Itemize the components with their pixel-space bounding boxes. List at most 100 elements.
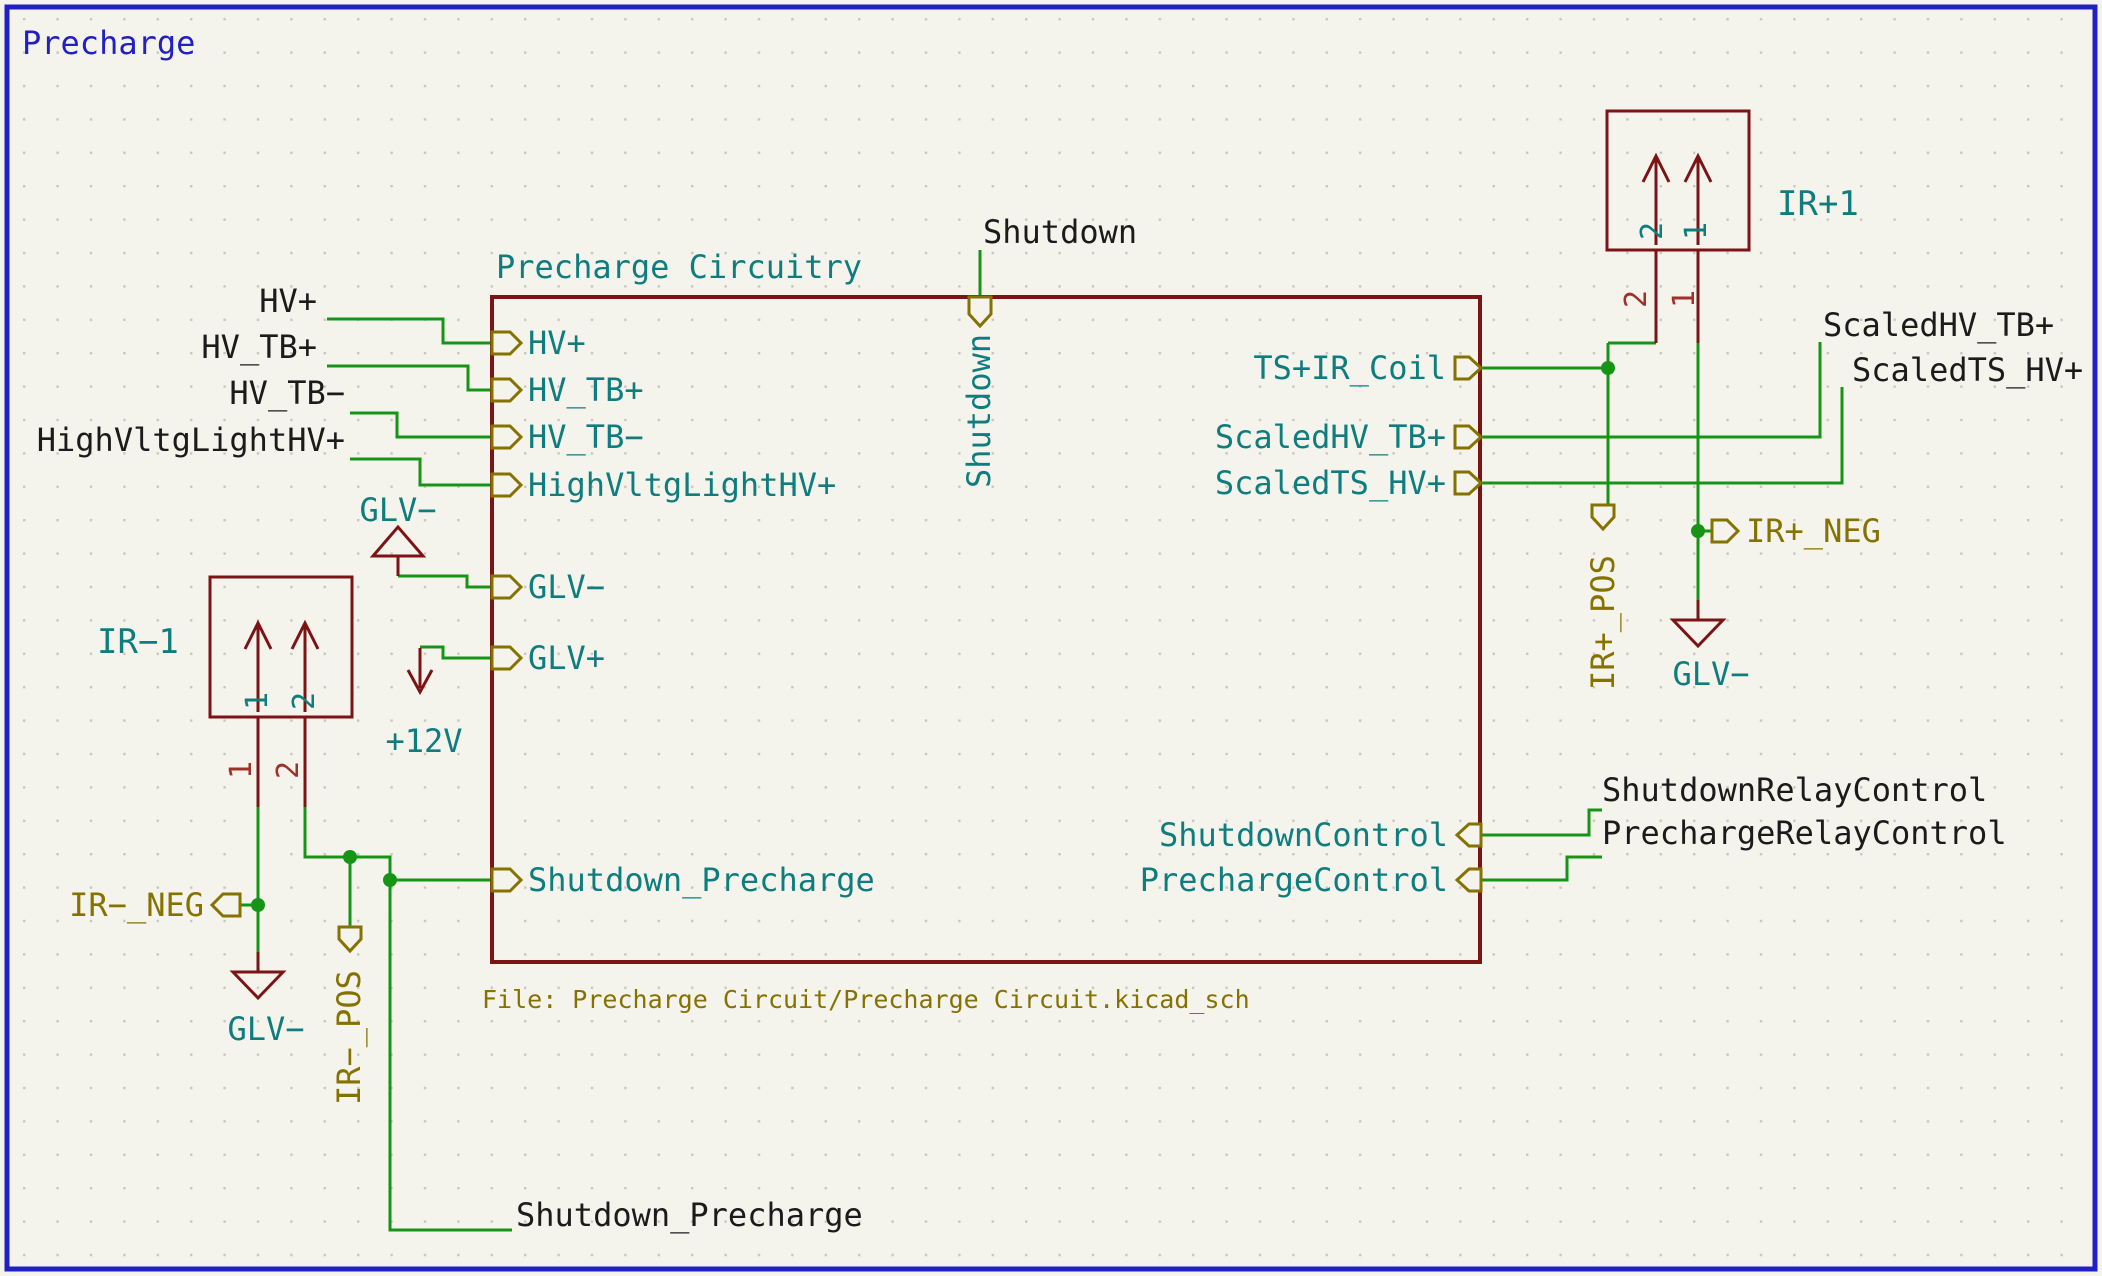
power-12v[interactable]: +12V — [385, 648, 463, 760]
net-label-precharge-relay[interactable]: PrechargeRelayControl — [1602, 814, 2007, 852]
sheet-pin-precharge-control-label[interactable]: PrechargeControl — [1140, 861, 1448, 899]
sheet-pin-glv-plus-label[interactable]: GLV+ — [528, 639, 605, 677]
power-glv-minus-right[interactable]: GLV− — [1669, 600, 1750, 693]
wire-scaledhv-tb[interactable] — [1481, 342, 1822, 439]
ir-plus-neg-label[interactable]: IR+_NEG — [1746, 512, 1881, 550]
sheet-pin-ts-ir-coil-label[interactable]: TS+IR_Coil — [1253, 349, 1446, 387]
ir-minus-pos-label[interactable]: IR−_POS — [330, 970, 368, 1105]
ir-plus-pos-arrow-icon[interactable] — [1590, 503, 1616, 532]
net-label-shutdown-relay[interactable]: ShutdownRelayControl — [1602, 771, 1987, 809]
wire-shutdown-precharge-run[interactable] — [303, 807, 512, 1232]
net-label-hv-tb-minus[interactable]: HV_TB− — [229, 374, 345, 412]
ir-minus-pin2-number: 2 — [271, 761, 306, 779]
p12v-label[interactable]: +12V — [385, 722, 462, 760]
glv-minus-right-label[interactable]: GLV− — [1672, 655, 1749, 693]
sheet-pin-precharge-control-icon[interactable] — [1454, 867, 1483, 893]
sheet-pin-shutdown-icon[interactable] — [967, 295, 993, 329]
wire-glv-minus-left[interactable] — [398, 574, 492, 589]
glv-minus-right-down-triangle-icon[interactable] — [1669, 618, 1727, 649]
ir-minus-body[interactable] — [208, 575, 354, 719]
sheet-pin-ts-ir-coil-icon[interactable] — [1453, 355, 1484, 381]
sheet-pin-hv-tb-plus-label[interactable]: HV_TB+ — [528, 371, 644, 409]
net-labels: HV+ HV_TB+ HV_TB− HighVltgLightHV+ Shutd… — [37, 213, 2083, 1234]
ir-minus-pin1-number: 1 — [224, 761, 259, 779]
net-label-highvltglight[interactable]: HighVltgLightHV+ — [37, 421, 345, 459]
sheet-name[interactable]: Precharge Circuitry — [496, 248, 862, 286]
ir-plus-neg-arrow-icon[interactable] — [1710, 518, 1741, 544]
ir-plus-pin1-name: 1 — [1679, 222, 1714, 240]
sheet-pin-hv-tb-plus-icon[interactable] — [490, 377, 524, 403]
power-glv-minus-left[interactable]: GLV− — [359, 491, 437, 576]
power-glv-minus-bottom-left[interactable]: GLV− — [227, 952, 305, 1048]
sheet-pin-shutdown-control-label[interactable]: ShutdownControl — [1159, 816, 1448, 854]
wire-hv-tb-plus[interactable] — [327, 364, 492, 392]
hier-labels: IR−_NEG IR−_POS IR+_NEG IR+_POS — [69, 503, 1881, 1105]
wire-scaledts-hv[interactable] — [1481, 387, 1844, 485]
net-label-scaledhv-tb[interactable]: ScaledHV_TB+ — [1823, 306, 2054, 344]
wire-glv-plus[interactable] — [420, 645, 492, 660]
sheet-pin-hv-icon[interactable] — [490, 330, 524, 356]
sheet-pin-hv-tb-minus-icon[interactable] — [490, 424, 524, 450]
sheet-pin-glv-plus-icon[interactable] — [490, 645, 524, 671]
sheet-pin-hv-tb-minus-label[interactable]: HV_TB− — [528, 418, 644, 456]
junction-dot[interactable] — [251, 898, 265, 912]
page-title[interactable]: Precharge — [22, 24, 195, 62]
glv-minus-bl-label[interactable]: GLV− — [227, 1010, 304, 1048]
ir-plus-pin1-number: 1 — [1667, 290, 1702, 308]
sheet-pin-scaledts-hv-icon[interactable] — [1453, 470, 1484, 496]
glv-minus-left-label[interactable]: GLV− — [359, 491, 436, 529]
wire-highvltglight[interactable] — [350, 457, 492, 487]
sheet-file-label[interactable]: File: Precharge Circuit/Precharge Circui… — [482, 985, 1250, 1014]
wire-shutdown-control[interactable] — [1481, 808, 1602, 837]
component-ir-plus-1: IR+1 2 1 2 1 — [1605, 109, 1859, 343]
ir-plus-pin2-name: 2 — [1635, 222, 1670, 240]
sheet-pin-scaledts-hv-label[interactable]: ScaledTS_HV+ — [1215, 464, 1446, 502]
net-label-hv[interactable]: HV+ — [259, 282, 317, 320]
net-label-shutdown-precharge[interactable]: Shutdown_Precharge — [516, 1196, 863, 1234]
sheet-pin-shutdown-precharge-label[interactable]: Shutdown_Precharge — [528, 861, 875, 899]
junction-dot[interactable] — [1601, 361, 1615, 375]
wire-hv-plus[interactable] — [327, 317, 492, 345]
wires — [238, 250, 1844, 1232]
ir-minus-neg-arrow-icon[interactable] — [209, 892, 242, 918]
sheet-pin-hv-label[interactable]: HV+ — [528, 324, 586, 362]
junctions — [251, 361, 1705, 912]
junction-dot[interactable] — [1691, 524, 1705, 538]
ir-plus-body[interactable] — [1605, 109, 1751, 252]
junction-dot[interactable] — [383, 873, 397, 887]
sheet-pin-glv-minus-label[interactable]: GLV− — [528, 568, 605, 606]
junction-dot[interactable] — [343, 850, 357, 864]
ir-minus-arrow2-head-icon — [290, 619, 320, 650]
ir-plus-pos-label[interactable]: IR+_POS — [1584, 555, 1622, 690]
ir-plus-arrow2-head-icon — [1683, 152, 1713, 183]
net-label-scaledts-hv[interactable]: ScaledTS_HV+ — [1852, 351, 2083, 389]
sheet-pin-shutdown-label[interactable]: Shutdown — [960, 334, 998, 488]
sheet-pin-scaledhv-tb-icon[interactable] — [1453, 424, 1484, 450]
component-ir-minus-1: IR−1 1 2 1 2 — [97, 575, 354, 807]
sheet-pins-left: HV+ HV_TB+ HV_TB− HighVltgLightHV+ GLV− … — [490, 324, 875, 899]
ir-minus-reference[interactable]: IR−1 — [97, 622, 179, 662]
wire-precharge-control[interactable] — [1481, 855, 1602, 882]
sheet-pin-highvltglight-icon[interactable] — [490, 472, 524, 498]
sheet-pin-scaledhv-tb-label[interactable]: ScaledHV_TB+ — [1215, 418, 1446, 456]
ir-plus-reference[interactable]: IR+1 — [1777, 184, 1859, 224]
net-label-shutdown[interactable]: Shutdown — [983, 213, 1137, 251]
wire-hv-tb-minus[interactable] — [350, 411, 492, 439]
ir-minus-neg-label[interactable]: IR−_NEG — [69, 886, 204, 924]
ir-plus-pin2-number: 2 — [1619, 290, 1654, 308]
sheet-pin-shutdown-control-icon[interactable] — [1454, 822, 1483, 848]
sheet-pin-shutdown-precharge-icon[interactable] — [490, 867, 524, 893]
net-label-hv-tb-plus[interactable]: HV_TB+ — [201, 328, 317, 366]
p12v-down-arrow-icon — [406, 669, 434, 696]
glv-minus-bl-down-triangle-icon[interactable] — [229, 970, 287, 1001]
sheet-pin-highvltglight-label[interactable]: HighVltgLightHV+ — [528, 466, 836, 504]
sheet-pins-right: TS+IR_Coil ScaledHV_TB+ ScaledTS_HV+ Shu… — [1140, 349, 1484, 899]
page-border-frame — [4, 4, 2098, 1272]
ir-minus-pos-arrow-icon[interactable] — [337, 925, 363, 954]
ir-plus-arrow1-head-icon — [1641, 152, 1671, 183]
sheet-pin-glv-minus-icon[interactable] — [490, 574, 524, 600]
ir-minus-pin2-name: 2 — [287, 692, 322, 710]
